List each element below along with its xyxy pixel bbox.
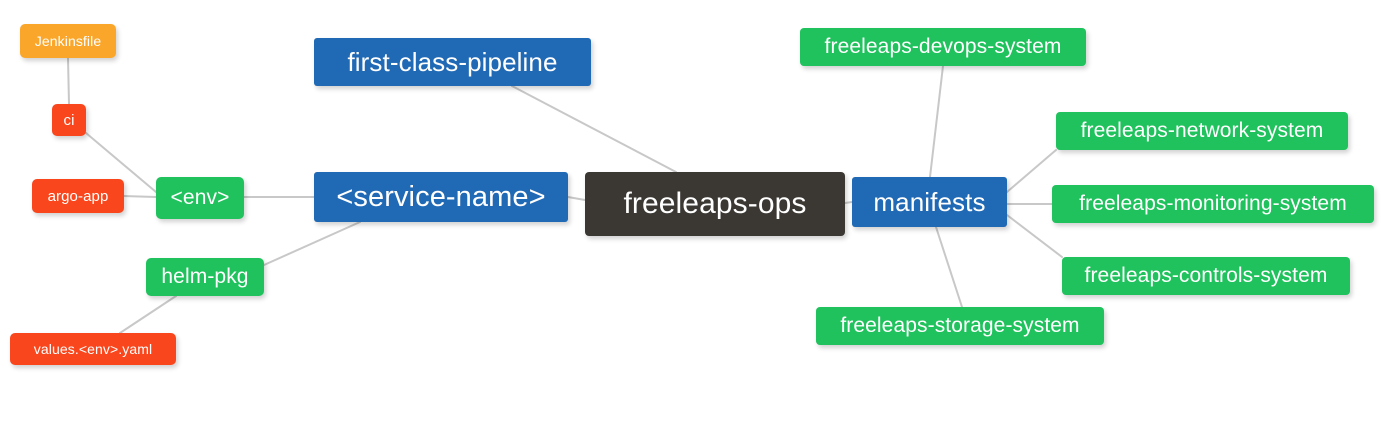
edge-manifests-to-freeleaps-devops-system (929, 65, 944, 178)
node-label: freeleaps-controls-system (1084, 264, 1328, 287)
node-freeleaps-ops-root[interactable]: freeleaps-ops (585, 172, 845, 236)
node-label: helm-pkg (161, 265, 249, 288)
node-service-name[interactable]: <service-name> (314, 172, 568, 222)
node-helm-pkg[interactable]: helm-pkg (146, 258, 264, 296)
node-freeleaps-monitoring-system[interactable]: freeleaps-monitoring-system (1052, 185, 1374, 223)
node-argo-app[interactable]: argo-app (32, 179, 124, 213)
node-label: ci (63, 111, 75, 129)
node-label: freeleaps-ops (623, 187, 807, 220)
node-freeleaps-controls-system[interactable]: freeleaps-controls-system (1062, 257, 1350, 295)
node-freeleaps-network-system[interactable]: freeleaps-network-system (1056, 112, 1348, 150)
node-label: freeleaps-storage-system (840, 314, 1080, 337)
node-first-class-pipeline[interactable]: first-class-pipeline (314, 38, 591, 86)
edge-helm-pkg-to-service-name (263, 221, 361, 266)
edge-freeleaps-ops-to-manifests (844, 201, 853, 204)
node-env[interactable]: <env> (156, 177, 244, 219)
node-label: first-class-pipeline (347, 46, 558, 77)
edge-argo-app-to-env (123, 195, 157, 198)
node-label: freeleaps-devops-system (824, 35, 1062, 58)
node-label: freeleaps-network-system (1080, 119, 1324, 142)
node-manifests[interactable]: manifests (852, 177, 1007, 227)
node-label: values.<env>.yaml (33, 341, 153, 357)
node-label: freeleaps-monitoring-system (1079, 192, 1347, 215)
node-label: Jenkinsfile (34, 33, 102, 49)
edge-values-env-yaml-to-helm-pkg (119, 295, 177, 334)
node-label: <service-name> (336, 180, 546, 213)
node-jenkinsfile[interactable]: Jenkinsfile (20, 24, 116, 58)
edge-service-name-to-freeleaps-ops (567, 196, 586, 201)
node-label: manifests (873, 186, 986, 217)
node-label: argo-app (47, 187, 109, 205)
node-freeleaps-storage-system[interactable]: freeleaps-storage-system (816, 307, 1104, 345)
node-values-env-yaml[interactable]: values.<env>.yaml (10, 333, 176, 365)
edge-first-class-pipeline-to-freeleaps-ops (511, 85, 677, 173)
edge-jenkinsfile-to-ci (67, 57, 70, 105)
node-label: <env> (170, 186, 230, 209)
edge-manifests-to-freeleaps-network-system (1006, 149, 1057, 193)
node-ci[interactable]: ci (52, 104, 86, 136)
edge-manifests-to-freeleaps-storage-system (935, 226, 963, 308)
node-freeleaps-devops-system[interactable]: freeleaps-devops-system (800, 28, 1086, 66)
